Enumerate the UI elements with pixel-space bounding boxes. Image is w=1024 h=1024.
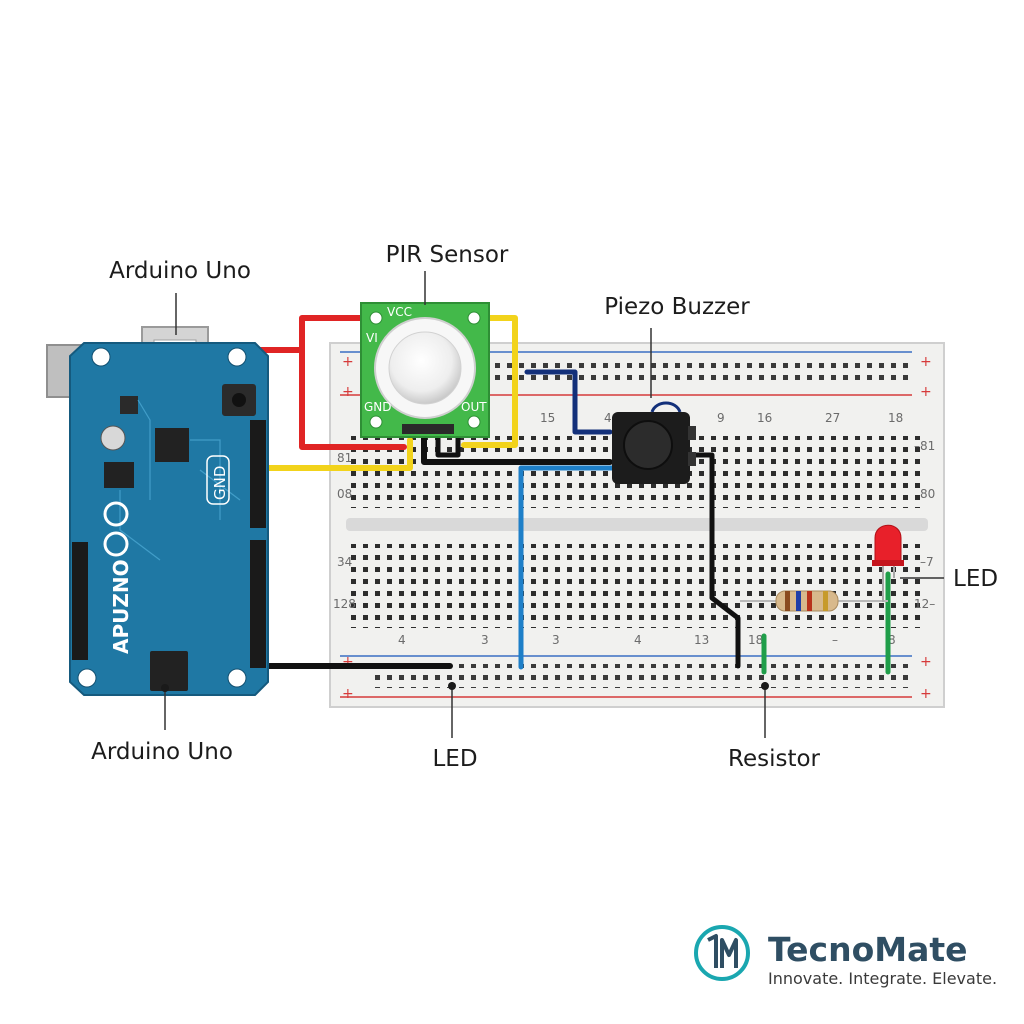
- bb-bottom-number: 4: [634, 633, 642, 647]
- piezo-buzzer: [612, 401, 696, 484]
- pir-pin-vi: VI: [366, 331, 378, 345]
- wire-yellow-out: [257, 437, 413, 471]
- capacitor: [100, 425, 126, 451]
- pir-pin-header: [402, 424, 454, 434]
- icsp-header: [150, 651, 188, 691]
- pir-sensor: VCC VI GND OUT: [360, 302, 490, 438]
- wire-red-vcc-down: [299, 347, 407, 450]
- bottom-rail-holes: [372, 664, 912, 688]
- bb-bottom-number: 3: [481, 633, 489, 647]
- bb-top-number: 27: [825, 411, 840, 425]
- bb-right-number: –81: [914, 439, 935, 453]
- label-arduino-uno-bottom: Arduino Uno: [91, 739, 233, 765]
- bb-right-number: 80: [920, 487, 935, 501]
- bb-top-number: 18: [888, 411, 903, 425]
- center-channel: [346, 518, 928, 531]
- label-led-right: LED: [953, 566, 998, 592]
- wire-navy: [524, 369, 613, 435]
- gnd-marking-box: [206, 455, 230, 505]
- bb-left-number: 128: [333, 597, 356, 611]
- bb-left-number: 81: [337, 451, 352, 465]
- brand-logo: TecnoMate Innovate. Integrate. Elevate.: [694, 925, 997, 988]
- wire-black-gnd: [421, 425, 613, 465]
- bottom-terminal-holes: [344, 544, 920, 628]
- brand-tagline: Innovate. Integrate. Elevate.: [768, 969, 997, 988]
- brand-name: TecnoMate: [768, 930, 968, 969]
- svg-text:+: +: [342, 384, 354, 400]
- svg-text:+: +: [342, 686, 354, 702]
- gnd-marking-text: GND: [211, 466, 229, 500]
- digital-header-bottom: [250, 540, 266, 668]
- callouts: [164, 271, 944, 738]
- bb-bottom-number: 4: [398, 633, 406, 647]
- arduino-logo-infinity: [103, 501, 129, 557]
- label-pir-sensor: PIR Sensor: [386, 242, 509, 268]
- label-led-bottom: LED: [432, 746, 477, 772]
- bb-bottom-number: 8: [888, 633, 896, 647]
- label-piezo-buzzer: Piezo Buzzer: [604, 294, 750, 320]
- bb-bottom-numbers: 4 3 3 4 13 18 – 8: [398, 633, 896, 647]
- label-resistor: Resistor: [728, 746, 821, 772]
- bb-left-numbers: 81 08 34 128: [333, 451, 356, 611]
- bb-top-number: 15: [540, 411, 555, 425]
- bb-left-number: 08: [337, 487, 352, 501]
- bb-right-numbers: –81 80 –7 12–: [914, 439, 935, 611]
- bb-right-number: –7: [920, 555, 934, 569]
- bb-bottom-number: 3: [552, 633, 560, 647]
- led-body: [874, 524, 902, 565]
- digital-header-top: [250, 420, 266, 528]
- led: [872, 524, 904, 602]
- wire-yellow-right: [461, 315, 518, 448]
- callout-dots: [161, 682, 769, 692]
- wires: [212, 315, 891, 675]
- svg-text:+: +: [920, 686, 932, 702]
- svg-text:+: +: [920, 354, 932, 370]
- bb-left-number: 34: [337, 555, 352, 569]
- bb-bottom-number: 18: [748, 633, 763, 647]
- svg-text:+: +: [920, 384, 932, 400]
- bb-top-number: 9: [717, 411, 725, 425]
- bb-right-number: 12–: [914, 597, 935, 611]
- breadboard: + + + + + + + + 15 4 9 16 27 18 4 3 3 4 13 1…: [329, 342, 945, 708]
- label-arduino-uno-top: Arduino Uno: [109, 258, 251, 284]
- chip-main: [155, 428, 189, 462]
- pir-dome: [388, 331, 462, 405]
- wire-black-buzzer: [687, 452, 741, 669]
- bb-top-numbers: 15 4 9 16 27 18: [540, 411, 903, 425]
- bb-top-number: 4: [604, 411, 612, 425]
- bb-bottom-number: –: [832, 633, 838, 647]
- buzzer-top: [623, 420, 673, 470]
- arduino-board-logo-text: APUZNO: [109, 559, 133, 654]
- wire-blue: [518, 465, 615, 670]
- pir-pin-gnd: GND: [364, 400, 392, 414]
- resistor: [740, 590, 888, 612]
- rail-plus-signs: + + + + + + + +: [342, 354, 932, 702]
- bb-bottom-number: 13: [694, 633, 709, 647]
- arduino-board: APUZNO GND: [46, 326, 269, 696]
- svg-text:+: +: [342, 354, 354, 370]
- pir-pin-vcc: VCC: [387, 305, 412, 319]
- svg-text:+: +: [342, 654, 354, 670]
- wire-black-pir: [435, 425, 461, 458]
- pir-pin-out: OUT: [461, 400, 487, 414]
- bb-top-number: 16: [757, 411, 772, 425]
- power-header: [72, 542, 88, 660]
- svg-text:+: +: [920, 654, 932, 670]
